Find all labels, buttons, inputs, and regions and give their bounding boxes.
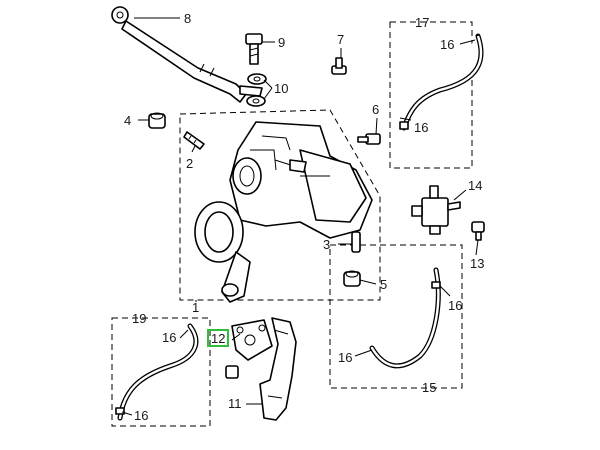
stud-2 [183,131,205,150]
callout-16-top[interactable]: 16 [440,37,454,52]
callout-16-bottom[interactable]: 16 [134,408,148,423]
group-17-boundary [389,21,473,169]
callout-1[interactable]: 1 [192,300,199,315]
stud-3 [351,231,361,253]
bolt-13 [471,221,485,241]
callout-3[interactable]: 3 [323,237,330,252]
callout-16-lower[interactable]: 16 [338,350,352,365]
hose-group-15 [369,267,441,369]
group-19-boundary [111,317,211,427]
callout-6[interactable]: 6 [372,102,379,117]
callout-14[interactable]: 14 [468,178,482,193]
callout-9[interactable]: 9 [278,35,285,50]
callout-7[interactable]: 7 [337,32,344,47]
nut-5 [343,270,361,287]
group-15-boundary [329,244,463,389]
callout-19[interactable]: 19 [132,311,146,326]
group-1-boundary [179,109,381,301]
gasket [231,319,273,361]
bolt-6 [357,133,381,145]
leader-lines [121,17,479,416]
callout-2[interactable]: 2 [186,156,193,171]
sealing-washers [239,73,267,107]
turbocharger [194,121,373,303]
hose-group-19 [115,323,199,421]
vacuum-modulator [411,185,461,235]
callout-8[interactable]: 8 [184,11,191,26]
callout-15[interactable]: 15 [422,380,436,395]
callout-16-left[interactable]: 16 [162,330,176,345]
nut-4 [148,112,166,129]
callout-13[interactable]: 13 [470,256,484,271]
callout-12[interactable]: 12 [211,331,225,346]
oil-feed-pipe [111,6,247,103]
selected-part-highlight [207,329,229,347]
callout-4[interactable]: 4 [124,113,131,128]
callout-16-right[interactable]: 16 [448,298,462,313]
callout-16-mid[interactable]: 16 [414,120,428,135]
hose-group-17 [399,33,484,131]
callout-10[interactable]: 10 [274,81,288,96]
oil-drain-pipe [225,317,297,421]
bolt-7 [331,57,347,75]
callout-17[interactable]: 17 [415,15,429,30]
callout-11[interactable]: 11 [228,396,242,411]
callout-5[interactable]: 5 [380,277,387,292]
banjo-bolt [245,33,263,65]
